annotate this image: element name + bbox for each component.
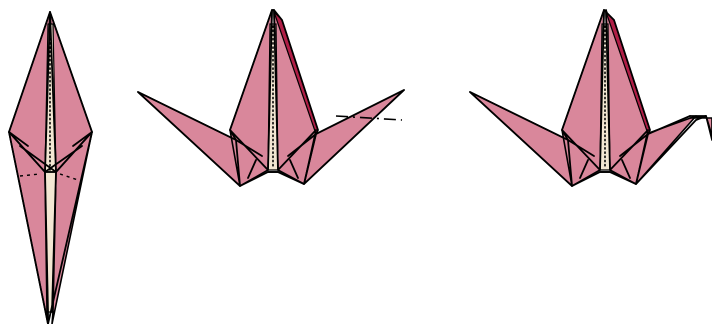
step-1-diagram [9, 12, 92, 324]
step-2-diagram [138, 10, 404, 186]
step-3-body-left [562, 10, 604, 186]
step-3-diagram [470, 10, 712, 186]
step-2-body-left [230, 10, 272, 186]
